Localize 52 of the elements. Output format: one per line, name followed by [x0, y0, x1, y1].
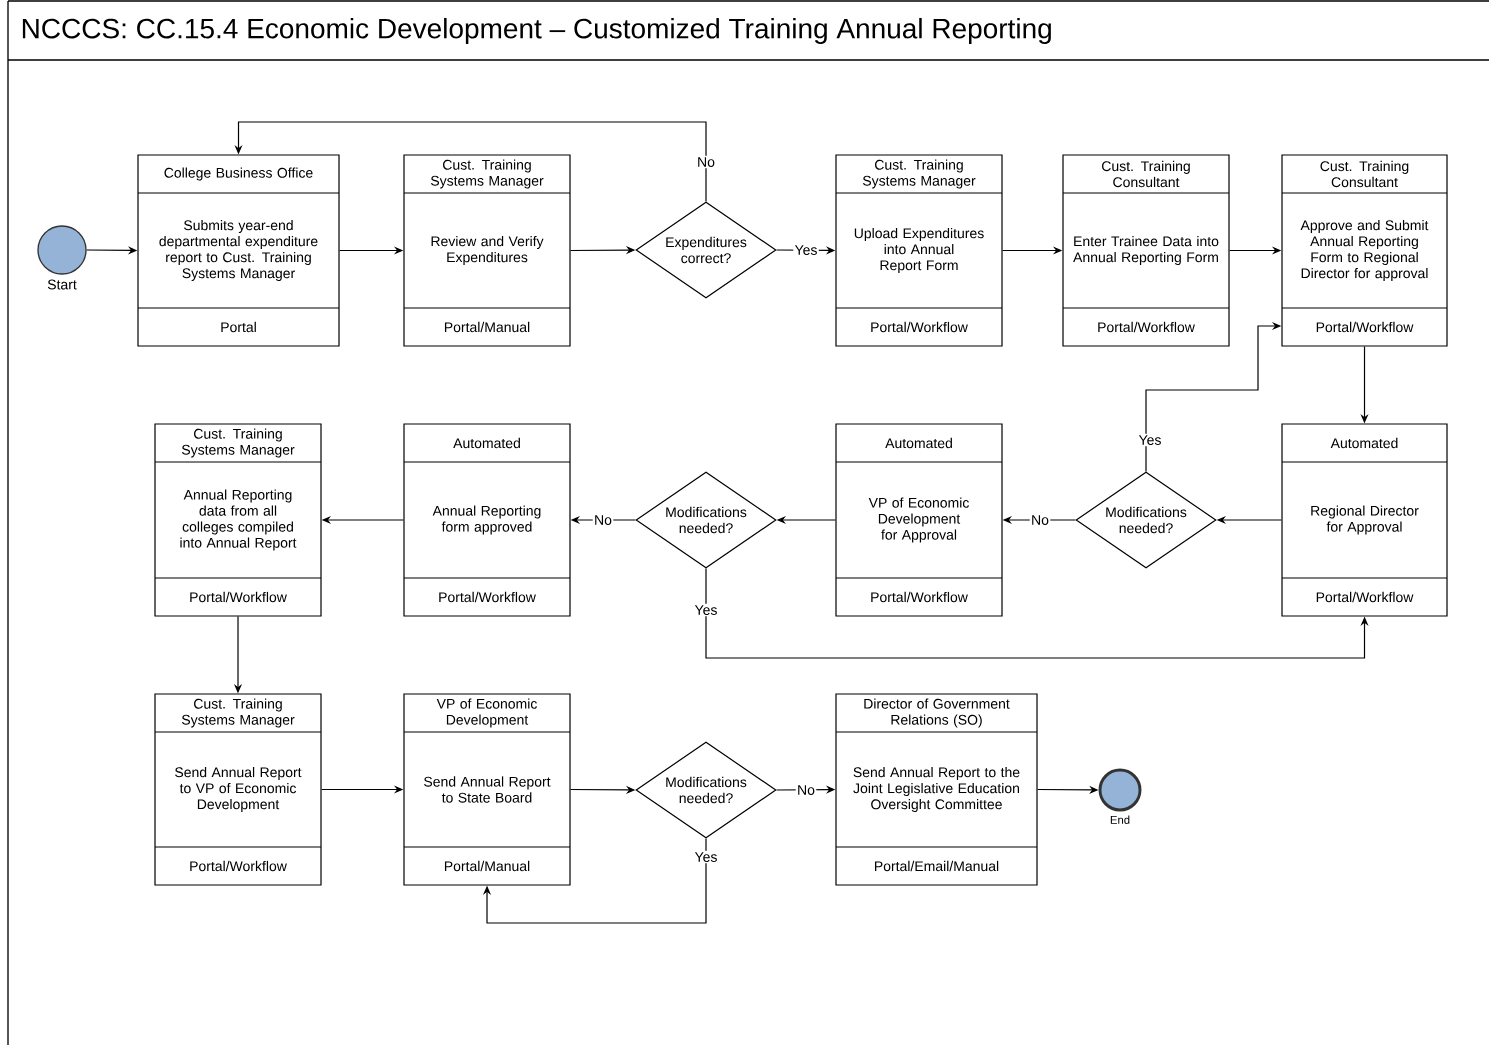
system-footer: Portal/Manual — [444, 321, 530, 333]
role-header: Automated — [1330, 437, 1398, 449]
system-footer: Portal — [221, 321, 256, 333]
edge-label: No — [795, 783, 817, 797]
task-text: Enter Trainee Data into Annual Reporting Form — [1073, 235, 1219, 265]
task-text: Send Annual Report to the Joint Legislative Education Oversight Committee — [853, 767, 1020, 812]
role-header: Cust. Training Systems Manager — [862, 159, 976, 189]
system-footer: Portal/Email/Manual — [875, 860, 999, 872]
system-footer: Portal/Workflow — [1098, 321, 1195, 333]
system-footer: Portal/Workflow — [439, 591, 536, 603]
question-text: Modifications needed? — [666, 506, 747, 534]
role-header: Director of Government Relations (SO) — [864, 698, 1010, 728]
system-footer: Portal/Workflow — [1316, 321, 1414, 333]
task-text: Upload Expenditures into Annual Report Form — [854, 228, 984, 273]
task-text: VP of Economic Development for Approval — [868, 497, 969, 543]
edge-label: Yes — [1137, 433, 1163, 447]
task-text: Send Annual Report to State Board — [424, 776, 551, 803]
question-text: Expenditures correct? — [666, 236, 747, 264]
role-header: Cust. Training Consultant — [1320, 160, 1409, 188]
role-header: College Business Office — [164, 167, 313, 181]
task-text: Send Annual Report to VP of Economic Development — [175, 767, 302, 812]
question-text: Modifications needed? — [1106, 506, 1187, 534]
task-text: Annual Reporting form approved — [432, 505, 541, 535]
task-text: Review and Verify Expenditures — [431, 235, 544, 265]
title: NCCCS: CC.15.4 Economic Development – Customized Training Annual Reporting — [22, 17, 1051, 45]
arrow — [482, 838, 707, 924]
system-footer: Portal/Workflow — [190, 860, 287, 872]
edge-label: No — [592, 513, 614, 527]
role-header: Cust. Training Systems Manager — [430, 159, 544, 189]
edge-label: Yes — [693, 603, 719, 617]
system-footer: Portal/Workflow — [871, 591, 968, 603]
system-footer: Portal/Workflow — [1316, 591, 1414, 603]
task-text: Regional Director for Approval — [1311, 505, 1419, 535]
role-header: Automated — [885, 437, 952, 449]
system-footer: Portal/Workflow — [190, 591, 287, 603]
system-footer: Portal/Workflow — [871, 321, 968, 333]
circle-caption: Start — [47, 279, 77, 290]
task-text: Submits year-end departmental expenditure report to Cust. Training Systems Manager — [159, 219, 318, 281]
task-text: Annual Reporting data from all colleges compiled into Annual Report — [180, 489, 297, 551]
circle-caption: End — [1110, 815, 1130, 824]
edge-label: Yes — [793, 243, 819, 257]
role-header: Cust. Training Systems Manager — [181, 428, 295, 458]
role-header: Automated — [453, 437, 520, 449]
edge-label: No — [695, 155, 717, 169]
system-footer: Portal/Manual — [444, 860, 530, 872]
task-text: Approve and Submit Annual Reporting Form to Regional Director for approval — [1300, 219, 1429, 281]
role-header: Cust. Training Consultant — [1102, 160, 1190, 188]
role-header: Cust. Training Systems Manager — [181, 698, 295, 728]
edge-label: No — [1029, 513, 1051, 527]
question-text: Modifications needed? — [666, 776, 747, 804]
edge-label: Yes — [693, 850, 719, 864]
role-header: VP of Economic Development — [436, 698, 537, 728]
